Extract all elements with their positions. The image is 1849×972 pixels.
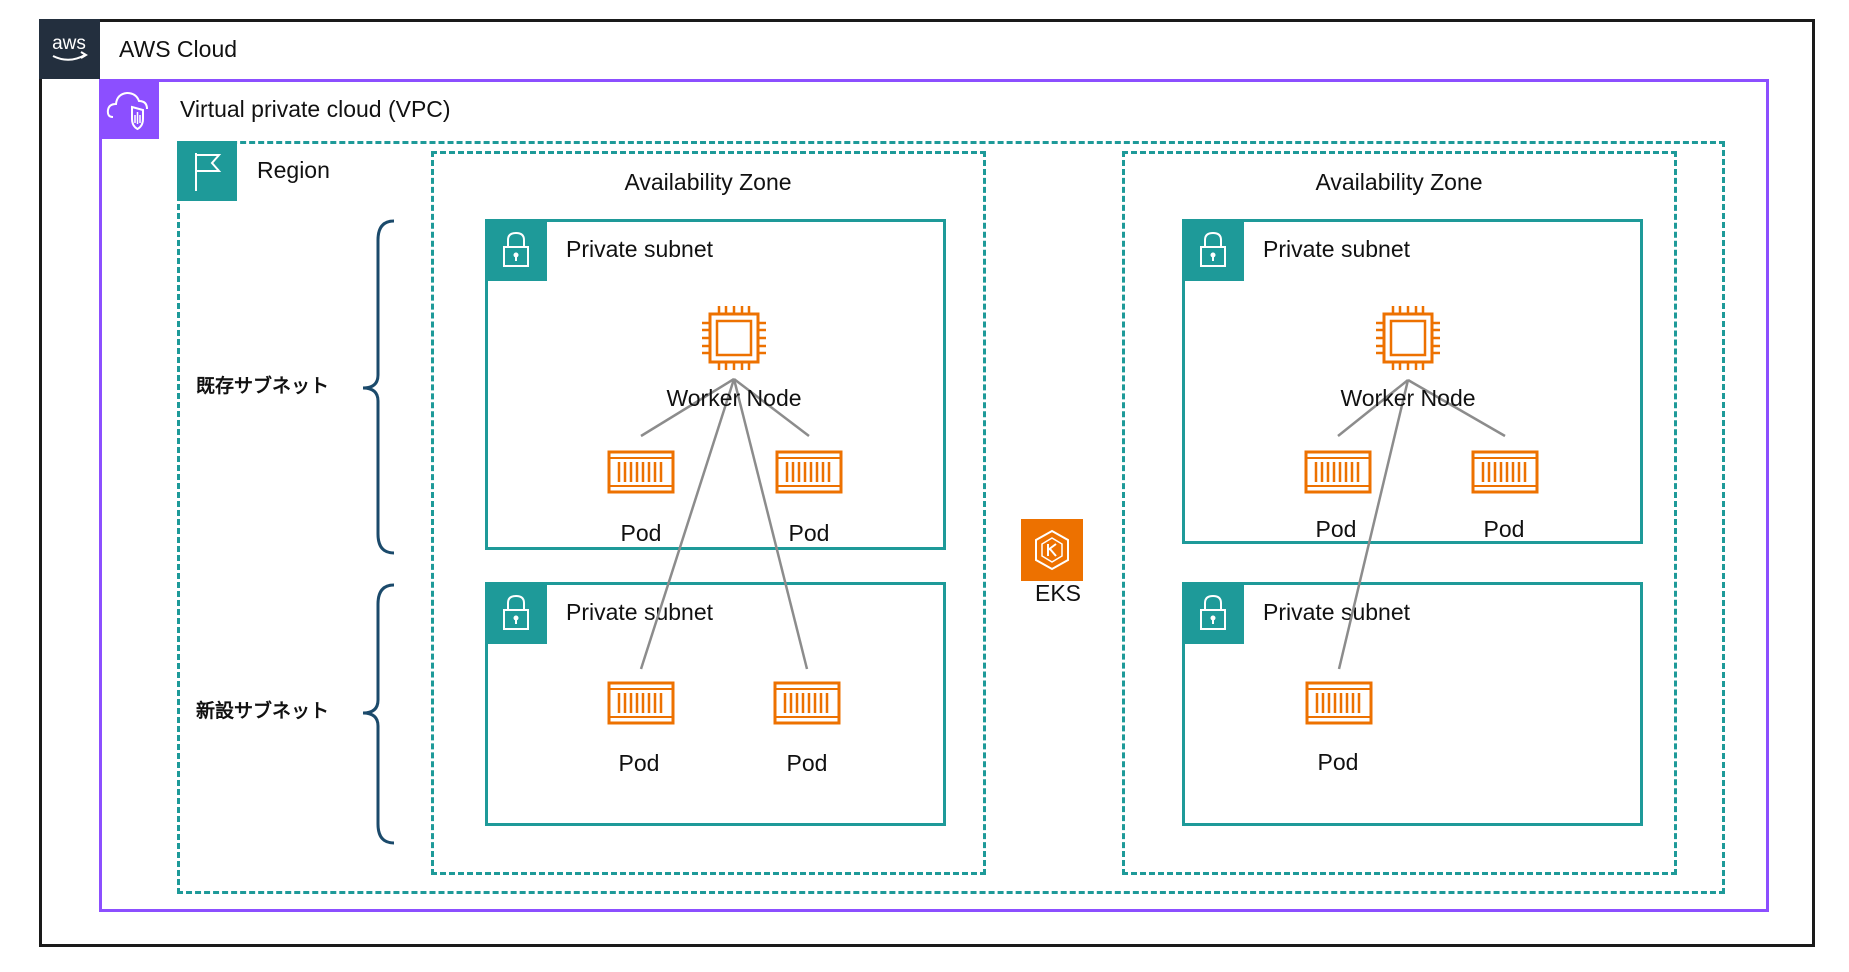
- existing-subnets-label: 既存サブネット: [196, 375, 330, 397]
- pod-label: Pod: [1483, 516, 1525, 542]
- container-icon: [1304, 450, 1372, 494]
- availability-zone-1-title: Availability Zone: [624, 169, 792, 195]
- pod-label: Pod: [788, 520, 830, 546]
- svg-text:aws: aws: [52, 33, 86, 54]
- eks-icon: [1021, 519, 1083, 581]
- vpc-group: [99, 79, 1769, 912]
- brackets: [362, 219, 395, 845]
- container-icon: [1471, 450, 1539, 494]
- region-flag-icon: [177, 141, 237, 201]
- ec2-chip-icon: [1374, 304, 1442, 372]
- new-subnets-label: 新設サブネット: [196, 700, 330, 722]
- availability-zone-1: [431, 151, 986, 875]
- ec2-chip-icon: [700, 304, 768, 372]
- az1-subnet-1-title: Private subnet: [566, 236, 714, 262]
- az2-private-subnet-existing: [1182, 219, 1643, 544]
- az2-subnet-1-title: Private subnet: [1263, 236, 1411, 262]
- az2-worker-node-label: Worker Node: [1340, 385, 1476, 411]
- container-icon: [775, 450, 843, 494]
- region-group: [177, 141, 1725, 894]
- availability-zone-2: [1122, 151, 1677, 875]
- aws-cloud-group: [39, 19, 1815, 947]
- availability-zone-2-title: Availability Zone: [1315, 169, 1483, 195]
- container-icon: [1305, 681, 1373, 725]
- region-title: Region: [257, 157, 330, 183]
- pod-label: Pod: [620, 520, 662, 546]
- container-icon: [607, 450, 675, 494]
- vpc-title: Virtual private cloud (VPC): [180, 96, 451, 122]
- az2-private-subnet-new: [1182, 582, 1643, 826]
- container-icon: [773, 681, 841, 725]
- az1-worker-node-label: Worker Node: [666, 385, 802, 411]
- pod-label: Pod: [1315, 516, 1357, 542]
- padlock-icon: [1182, 219, 1244, 281]
- padlock-icon: [1182, 582, 1244, 644]
- az1-private-subnet-existing: [485, 219, 946, 550]
- padlock-icon: [485, 582, 547, 644]
- container-icon: [607, 681, 675, 725]
- az2-subnet-2-title: Private subnet: [1263, 599, 1411, 625]
- vpc-cloud-shield-icon: [99, 79, 159, 139]
- pod-label: Pod: [786, 750, 828, 776]
- pod-label: Pod: [1317, 749, 1359, 775]
- connector-lines: [639, 377, 1506, 670]
- aws-cloud-title: AWS Cloud: [119, 36, 238, 62]
- eks-label: EKS: [1034, 580, 1082, 606]
- pod-label: Pod: [618, 750, 660, 776]
- padlock-icon: [485, 219, 547, 281]
- aws-logo-icon: aws: [39, 19, 100, 79]
- az1-private-subnet-new: [485, 582, 946, 826]
- az1-subnet-2-title: Private subnet: [566, 599, 714, 625]
